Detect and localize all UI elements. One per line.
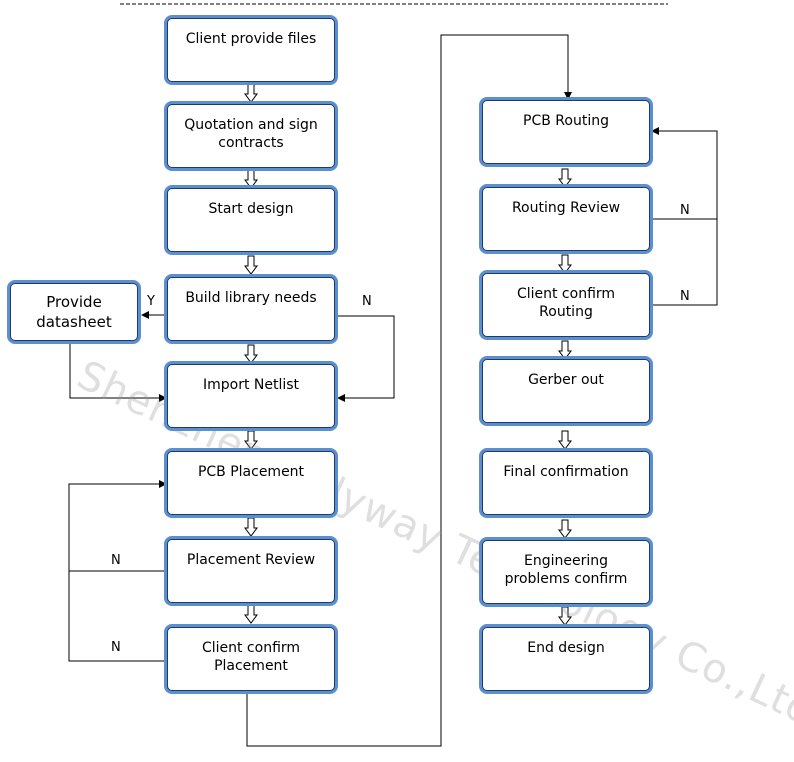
node-label: Build library needs — [185, 290, 317, 306]
node-label: PCB Placement — [197, 464, 305, 480]
edge-label-n: N — [680, 203, 690, 218]
edge-label-n: N — [362, 294, 372, 309]
node-routing-review: Routing Review — [482, 187, 650, 251]
node-label: Import Netlist — [202, 377, 300, 393]
node-label: PCB Routing — [523, 113, 609, 129]
node-client-confirm-routing: Client confirm Routing — [482, 273, 650, 337]
node-final-confirmation: Final confirmation — [482, 451, 650, 515]
edge-confirm-no-loop — [68, 480, 167, 662]
node-pcb-placement: PCB Placement — [167, 451, 335, 515]
down-arrow — [558, 168, 572, 188]
down-arrow — [558, 254, 572, 274]
node-build-library: Build library needs — [167, 277, 335, 341]
down-arrow — [244, 83, 258, 103]
down-arrow — [558, 430, 572, 450]
node-label: Placement Review — [186, 552, 316, 568]
node-quotation: Quotation and sign contracts — [167, 104, 335, 168]
down-arrow — [244, 604, 258, 624]
edge-datasheet-to-netlist — [69, 343, 167, 402]
node-engineering-problems: Engineering problems confirm — [482, 540, 650, 604]
down-arrow — [244, 430, 258, 450]
node-label: Gerber out — [528, 372, 604, 388]
down-arrow — [558, 519, 572, 539]
down-arrow — [558, 606, 572, 626]
edge-routing-confirm-no-loop — [650, 127, 718, 306]
node-import-netlist: Import Netlist — [167, 364, 335, 428]
node-label: Final confirmation — [503, 464, 629, 480]
node-end-design: End design — [482, 627, 650, 691]
node-label: Client confirm Placement — [201, 640, 301, 674]
edge-label-n: N — [111, 640, 121, 655]
node-gerber-out: Gerber out — [482, 359, 650, 423]
down-arrow — [244, 517, 258, 537]
node-label: Engineering problems confirm — [504, 553, 628, 587]
down-arrow — [244, 255, 258, 275]
down-arrow — [244, 344, 258, 364]
node-label: Provide datasheet — [36, 293, 112, 331]
node-label: Start design — [208, 201, 294, 217]
edge-label-n: N — [680, 289, 690, 304]
edge-label-y: Y — [147, 294, 155, 309]
edge-placement-to-routing — [246, 34, 572, 747]
node-label: Quotation and sign contracts — [184, 117, 318, 151]
edge-build-no-to-netlist — [336, 315, 395, 402]
down-arrow — [244, 169, 258, 189]
node-provide-datasheet: Provide datasheet — [10, 283, 138, 341]
node-client-provide-files: Client provide files — [167, 18, 335, 82]
node-label: Client provide files — [185, 31, 317, 47]
down-arrow — [558, 340, 572, 360]
node-client-confirm-placement: Client confirm Placement — [167, 627, 335, 691]
node-label: Routing Review — [511, 200, 621, 216]
node-label: End design — [527, 640, 605, 656]
node-pcb-routing: PCB Routing — [482, 100, 650, 164]
node-start-design: Start design — [167, 188, 335, 252]
node-placement-review: Placement Review — [167, 539, 335, 603]
edge-label-n: N — [111, 553, 121, 568]
node-label: Client confirm Routing — [516, 286, 616, 320]
